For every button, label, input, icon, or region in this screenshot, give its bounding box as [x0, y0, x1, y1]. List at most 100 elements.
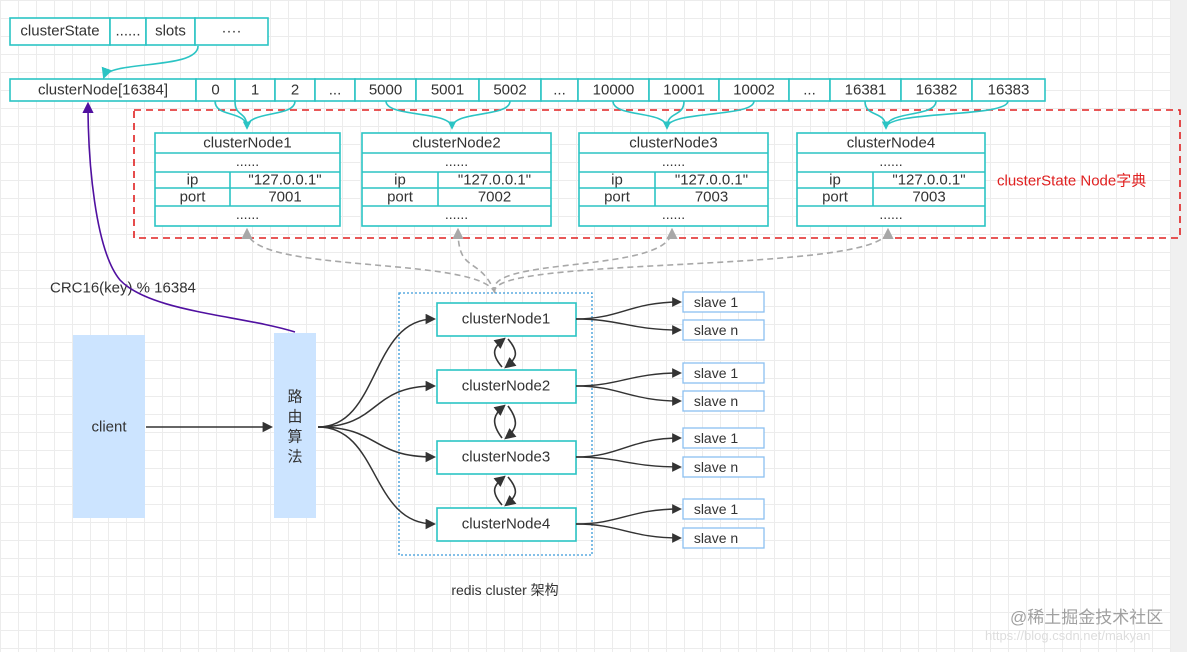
slot-cell-label: 10000	[593, 82, 635, 99]
cluster-region	[398, 292, 593, 556]
node-reference-arrow	[241, 227, 496, 294]
cluster-node-box	[436, 302, 577, 337]
ip-label: ip	[829, 172, 841, 189]
ip-label: ip	[611, 172, 623, 189]
node-dict-region	[133, 109, 1181, 239]
router-char: 算	[287, 428, 302, 446]
slot-cell-label: 5002	[493, 82, 526, 99]
port-label: port	[387, 189, 414, 206]
slot-cell-label: 0	[211, 82, 219, 99]
node-table-frame	[361, 132, 552, 227]
slave-label: slave 1	[694, 430, 739, 446]
slave-box	[682, 498, 765, 520]
node-table-title: clusterNode4	[847, 135, 935, 152]
slave-label: slave 1	[694, 365, 739, 381]
slot-cell-label: 16383	[988, 82, 1030, 99]
gossip-arrow	[493, 475, 506, 506]
slot-link	[243, 100, 296, 130]
node-table-frame	[154, 132, 341, 227]
slot-cell-label: 1	[251, 82, 259, 99]
state-cell-label: clusterState	[20, 23, 99, 40]
slave-box	[682, 390, 765, 412]
node-table-frame	[578, 132, 769, 227]
ip-value: "127.0.0.1"	[248, 172, 321, 189]
watermark-url: https://blog.csdn.net/makyan	[985, 628, 1150, 643]
slot-cell-label: 10002	[733, 82, 775, 99]
slot-link	[663, 100, 755, 130]
watermark: @稀土掘金技术社区	[1010, 608, 1163, 627]
slave-box	[682, 362, 765, 384]
slot-link	[234, 100, 251, 130]
replica-arrow	[575, 385, 682, 406]
replica-arrow	[575, 504, 682, 525]
slave-label: slave n	[694, 393, 738, 409]
router-char: 由	[287, 409, 302, 426]
ip-label: ip	[187, 172, 199, 189]
slot-links	[214, 100, 1009, 130]
slot-link	[385, 100, 456, 130]
slave-label: slave 1	[694, 294, 739, 310]
gossip-arrow	[504, 476, 517, 507]
slave-box	[682, 427, 765, 449]
slot-cell-label: 16381	[845, 82, 887, 99]
hash-label: CRC16(key) % 16384	[50, 280, 196, 297]
ip-value: "127.0.0.1"	[892, 172, 965, 189]
replica-arrow	[575, 297, 682, 320]
gossip-arrow	[493, 404, 506, 439]
slave-label: slave n	[694, 459, 738, 475]
replica-arrow	[575, 523, 682, 543]
node-table-frame	[796, 132, 986, 227]
node-table-title: clusterNode1	[203, 135, 291, 152]
port-value: 7003	[695, 189, 728, 206]
slot-cell-label: ...	[329, 82, 342, 99]
state-cell-label: slots	[155, 23, 186, 40]
node-table-dots: ......	[236, 206, 259, 222]
port-label: port	[822, 189, 849, 206]
slave-label: slave n	[694, 530, 738, 546]
caption: redis cluster 架构	[451, 582, 558, 598]
slot-cell-label: ...	[553, 82, 566, 99]
port-label: port	[604, 189, 631, 206]
node-table-dots: ......	[879, 206, 902, 222]
slot-link	[882, 100, 937, 130]
node-table-title: clusterNode2	[412, 135, 500, 152]
route-arrow	[317, 313, 437, 428]
node-reference-arrow	[452, 227, 496, 294]
replica-arrow	[575, 318, 682, 335]
slave-label: slave n	[694, 322, 738, 338]
slave-box	[682, 527, 765, 549]
slave-label: slave 1	[694, 501, 739, 517]
node-table-dots: ......	[445, 153, 468, 169]
hash-arrow	[82, 101, 296, 333]
node-table-dots: ......	[662, 153, 685, 169]
route-arrow	[317, 426, 437, 463]
gossip-arrow	[493, 337, 506, 368]
slot-cell-label: clusterNode[16384]	[38, 82, 168, 99]
slot-cell-label: 2	[291, 82, 299, 99]
port-label: port	[180, 189, 207, 206]
slave-box	[682, 319, 765, 341]
node-table-dots: ......	[879, 153, 902, 169]
node-table-dots: ......	[662, 206, 685, 222]
ip-value: "127.0.0.1"	[458, 172, 531, 189]
slave-box	[682, 456, 765, 478]
slot-cell-label: 5000	[369, 82, 402, 99]
gossip-arrow	[504, 405, 517, 440]
port-value: 7002	[478, 189, 511, 206]
slot-cell-label: 16382	[916, 82, 958, 99]
route-arrow	[317, 380, 437, 428]
replica-arrow	[575, 368, 682, 387]
slot-cell-label: 5001	[431, 82, 464, 99]
state-cell-label: ......	[115, 23, 140, 40]
client-box	[73, 335, 145, 518]
cluster-node-box	[436, 440, 577, 475]
cluster-node-label: clusterNode1	[462, 311, 550, 328]
cluster-state-struct: clusterState......slots····	[9, 17, 269, 80]
